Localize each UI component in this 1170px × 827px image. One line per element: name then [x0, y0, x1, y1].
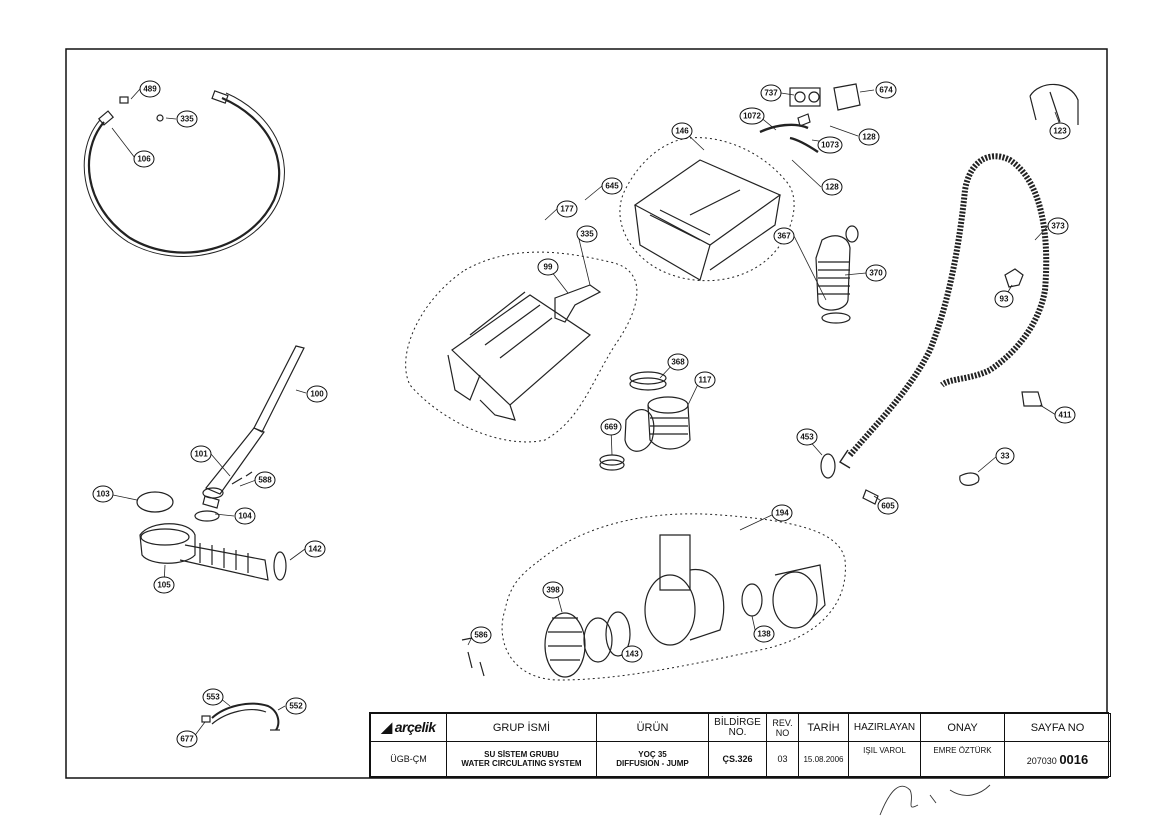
callout-100: 100	[310, 390, 324, 399]
callout-1072: 1072	[743, 112, 761, 121]
callout-99: 99	[544, 263, 553, 272]
callout-605: 605	[881, 502, 895, 511]
small-hose-drawing	[201, 702, 280, 731]
title-block: ◢arçelik GRUP İSMİ ÜRÜN BİLDİRGE NO. REV…	[369, 712, 1111, 778]
dispenser-housing-drawing	[619, 137, 795, 282]
callout-101: 101	[194, 450, 208, 459]
callout-398: 398	[546, 586, 560, 595]
callout-105: 105	[157, 581, 171, 590]
callout-453: 453	[800, 433, 814, 442]
callout-128a: 128	[862, 133, 876, 142]
drawing-frame	[65, 48, 1108, 779]
header-date: TARİH	[798, 713, 849, 742]
callout-117: 117	[699, 376, 712, 385]
callout-588: 588	[258, 476, 272, 485]
callout-674: 674	[879, 86, 893, 95]
bellows-hose-drawing	[815, 225, 859, 324]
callout-194: 194	[775, 509, 789, 518]
callout-106: 106	[137, 155, 151, 164]
prepared-value: IŞIL VAROL	[848, 741, 921, 777]
callout-411: 411	[1059, 411, 1072, 420]
product-line-1: YOÇ 35	[638, 750, 667, 759]
bildirge-value: ÇS.326	[708, 741, 767, 777]
product-value: YOÇ 35 DIFFUSION - JUMP	[596, 741, 709, 777]
callout-1073: 1073	[821, 141, 839, 150]
group-name-tr: SU SİSTEM GRUBU	[484, 750, 559, 759]
callout-489: 489	[143, 85, 157, 94]
callout-586: 586	[474, 631, 488, 640]
callout-104: 104	[238, 512, 252, 521]
bellows-117-drawing	[599, 371, 691, 471]
callout-335: 335	[180, 115, 194, 124]
callout-669: 669	[604, 423, 618, 432]
callout-737: 737	[764, 89, 778, 98]
callout-146: 146	[675, 127, 689, 136]
inlet-hose-drawing	[83, 90, 285, 257]
callout-103: 103	[96, 490, 110, 499]
callout-367: 367	[777, 232, 791, 241]
callout-33: 33	[1001, 452, 1010, 461]
leader-lines	[111, 88, 1061, 739]
page-number: 207030 0016	[1004, 741, 1111, 777]
rev-value: 03	[766, 741, 799, 777]
callout-93: 93	[1000, 295, 1009, 304]
group-name-value: SU SİSTEM GRUBU WATER CIRCULATING SYSTEM	[446, 741, 597, 777]
detergent-drawer-drawing	[405, 251, 638, 443]
header-rev: REV. NO	[766, 713, 799, 742]
callout-128b: 128	[825, 183, 839, 192]
callout-370: 370	[869, 269, 883, 278]
callout-368: 368	[671, 358, 685, 367]
group-code: ÜGB-ÇM	[370, 741, 447, 777]
drain-assembly-drawing	[136, 345, 305, 581]
callout-123: 123	[1053, 127, 1067, 136]
drain-pump-drawing	[461, 513, 846, 681]
callout-bubbles	[92, 80, 1076, 748]
callout-373: 373	[1051, 222, 1065, 231]
group-name-en: WATER CIRCULATING SYSTEM	[461, 759, 582, 768]
date-value: 15.08.2006	[798, 741, 849, 777]
page-number-value: 0016	[1059, 751, 1089, 767]
header-product: ÜRÜN	[596, 713, 709, 742]
callout-177: 177	[560, 205, 574, 214]
callout-143: 143	[625, 650, 639, 659]
header-bildirge: BİLDİRGE NO.	[708, 713, 767, 742]
callout-677: 677	[180, 735, 194, 744]
callout-552: 552	[289, 702, 303, 711]
callout-335b: 335	[580, 230, 594, 239]
page-prefix: 207030	[1026, 755, 1057, 766]
callout-645: 645	[605, 182, 619, 191]
header-prepared: HAZIRLAYAN	[848, 713, 921, 742]
header-approval: ONAY	[920, 713, 1005, 742]
header-page-no: SAYFA NO	[1004, 713, 1111, 742]
drain-hose-drawing	[839, 83, 1079, 469]
callout-138: 138	[757, 630, 771, 639]
valve-drawing	[759, 83, 861, 153]
product-line-2: DIFFUSION - JUMP	[616, 759, 689, 768]
callout-553: 553	[206, 693, 220, 702]
approval-value: EMRE ÖZTÜRK	[920, 741, 1005, 777]
brand-logo: ◢arçelik	[370, 713, 447, 742]
callout-142: 142	[308, 545, 322, 554]
header-group-name: GRUP İSMİ	[446, 713, 597, 742]
